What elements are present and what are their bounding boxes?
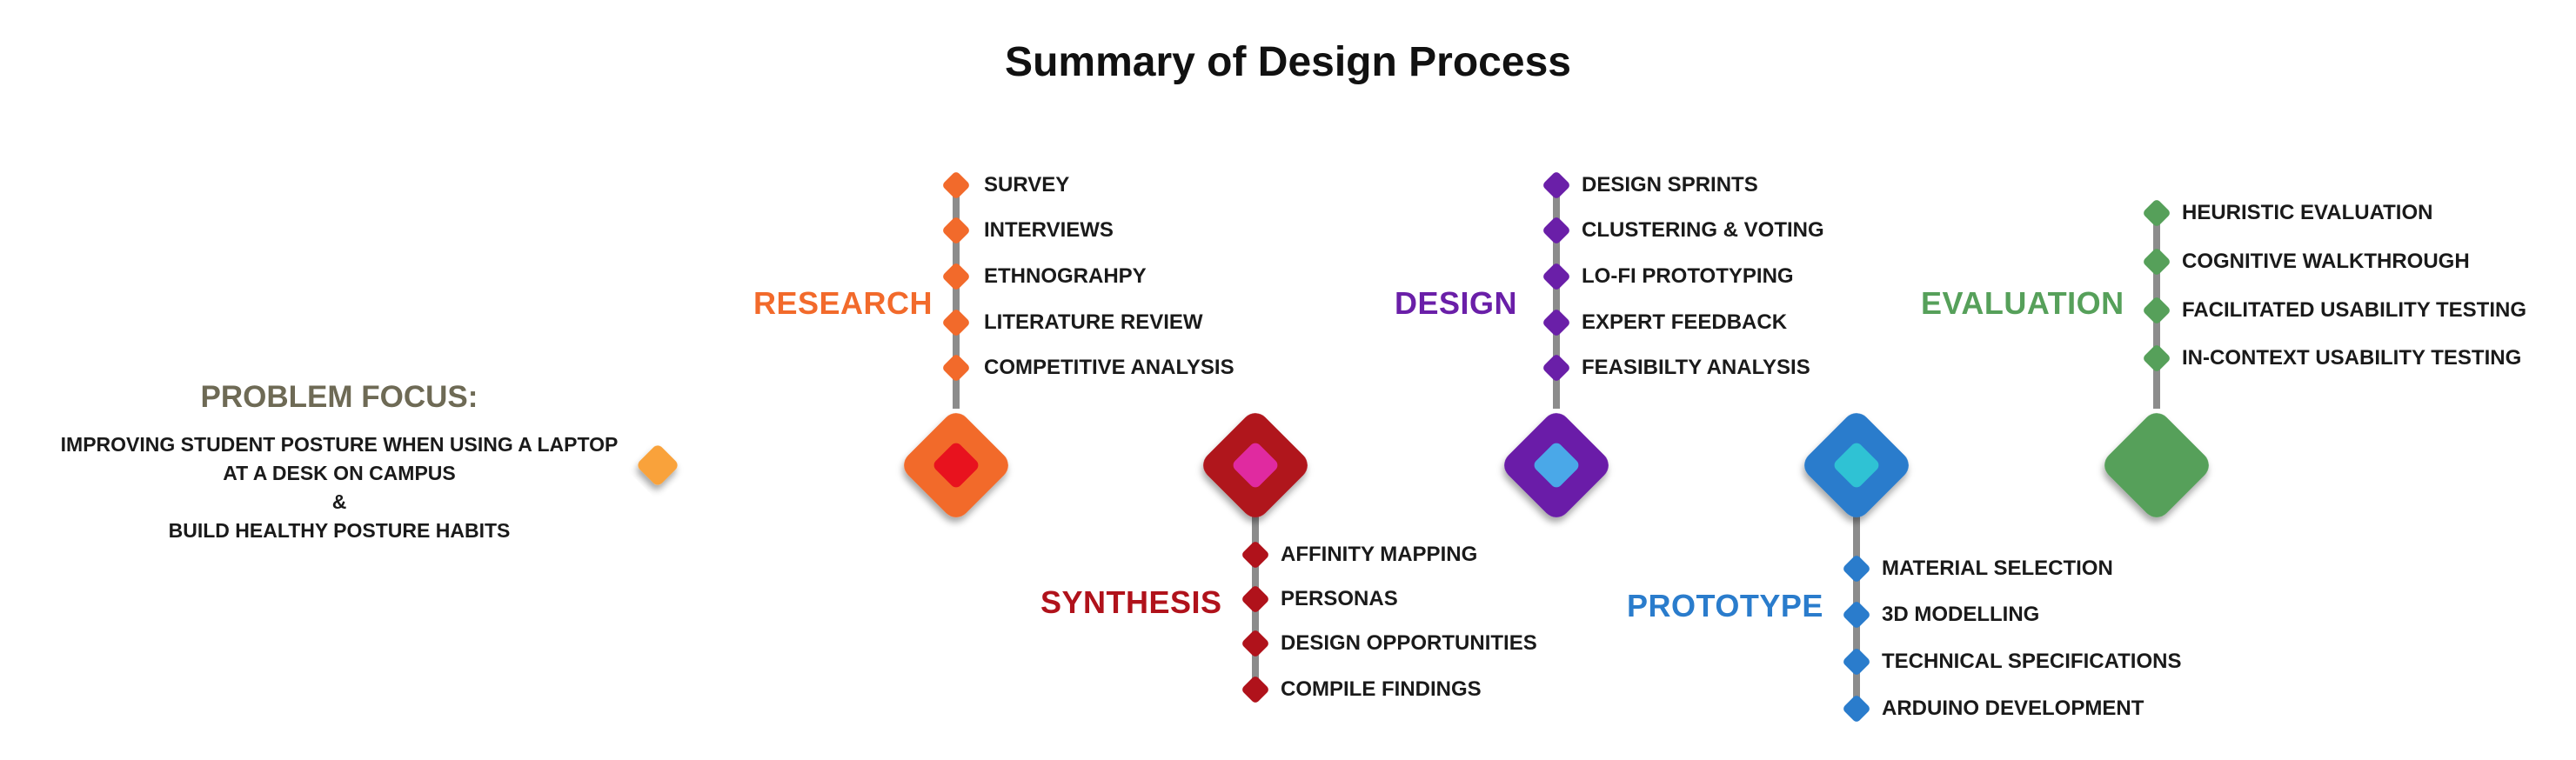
synthesis-label: SYNTHESIS [1040, 584, 1222, 620]
evaluation-node [2104, 413, 2209, 517]
research-bullet [943, 355, 969, 381]
evaluation-label: EVALUATION [1921, 285, 2124, 321]
research-item: LITERATURE REVIEW [984, 310, 1203, 334]
prototype-item: TECHNICAL SPECIFICATIONS [1882, 650, 2182, 673]
design-bullets [1543, 172, 1569, 381]
research-bullet [943, 310, 969, 336]
prototype-item: MATERIAL SELECTION [1882, 557, 2113, 580]
synthesis-bullet [1242, 677, 1268, 703]
prototype-label: PROTOTYPE [1627, 588, 1823, 623]
evaluation-item: HEURISTIC EVALUATION [2182, 201, 2433, 224]
research-node [904, 413, 1008, 517]
synthesis-bullet [1242, 586, 1268, 612]
design-node [1504, 413, 1609, 517]
evaluation-bullet [2144, 345, 2170, 371]
synthesis-bullet [1242, 630, 1268, 657]
research-bullet [943, 217, 969, 243]
design-item: LO-FI PROTOTYPING [1582, 264, 1794, 288]
evaluation-bullet [2144, 200, 2170, 226]
design-bullet [1543, 310, 1569, 336]
design-item: CLUSTERING & VOTING [1582, 218, 1824, 242]
problem-focus-heading: PROBLEM FOCUS: [200, 380, 478, 414]
research-label: RESEARCH [753, 285, 933, 321]
evaluation-item: COGNITIVE WALKTHROUGH [2182, 250, 2470, 273]
prototype-bullet [1843, 649, 1870, 675]
research-bullet [943, 172, 969, 198]
synthesis-bullets [1242, 542, 1268, 703]
evaluation-bullet [2144, 249, 2170, 275]
prototype-bullet [1843, 696, 1870, 722]
problem-focus-line: AT A DESK ON CAMPUS [223, 462, 456, 484]
research-item: INTERVIEWS [984, 218, 1114, 242]
prototype-item: ARDUINO DEVELOPMENT [1882, 697, 2144, 720]
synthesis-bullet [1242, 542, 1268, 568]
evaluation-item: IN-CONTEXT USABILITY TESTING [2182, 346, 2522, 370]
prototype-bullet [1843, 556, 1870, 582]
synthesis-item: DESIGN OPPORTUNITIES [1281, 631, 1537, 655]
research-bullets [943, 172, 969, 381]
research-item: COMPETITIVE ANALYSIS [984, 356, 1234, 379]
design-item: DESIGN SPRINTS [1582, 173, 1758, 197]
evaluation-bullet [2144, 297, 2170, 323]
evaluation-item: FACILITATED USABILITY TESTING [2182, 298, 2526, 322]
problem-start-node [638, 445, 678, 485]
prototype-bullets [1843, 556, 1870, 722]
design-item: FEASIBILTY ANALYSIS [1582, 356, 1810, 379]
design-bullet [1543, 263, 1569, 290]
prototype-item: 3D MODELLING [1882, 603, 2040, 626]
evaluation-bullets [2144, 200, 2170, 371]
synthesis-item: COMPILE FINDINGS [1281, 677, 1482, 701]
prototype-bullet [1843, 602, 1870, 628]
research-item: ETHNOGRAHPY [984, 264, 1147, 288]
problem-focus-line: & [331, 490, 347, 513]
design-label: DESIGN [1395, 285, 1518, 321]
design-item: EXPERT FEEDBACK [1582, 310, 1788, 334]
synthesis-item: AFFINITY MAPPING [1281, 543, 1478, 566]
page-title: Summary of Design Process [1005, 39, 1571, 85]
synthesis-node [1203, 413, 1308, 517]
research-bullet [943, 263, 969, 290]
problem-focus-line: BUILD HEALTHY POSTURE HABITS [168, 519, 511, 542]
research-item: SURVEY [984, 173, 1070, 197]
design-bullet [1543, 217, 1569, 243]
prototype-node [1804, 413, 1909, 517]
design-bullet [1543, 355, 1569, 381]
design-bullet [1543, 172, 1569, 198]
synthesis-item: PERSONAS [1281, 587, 1398, 610]
problem-focus-line: IMPROVING STUDENT POSTURE WHEN USING A L… [60, 433, 619, 456]
